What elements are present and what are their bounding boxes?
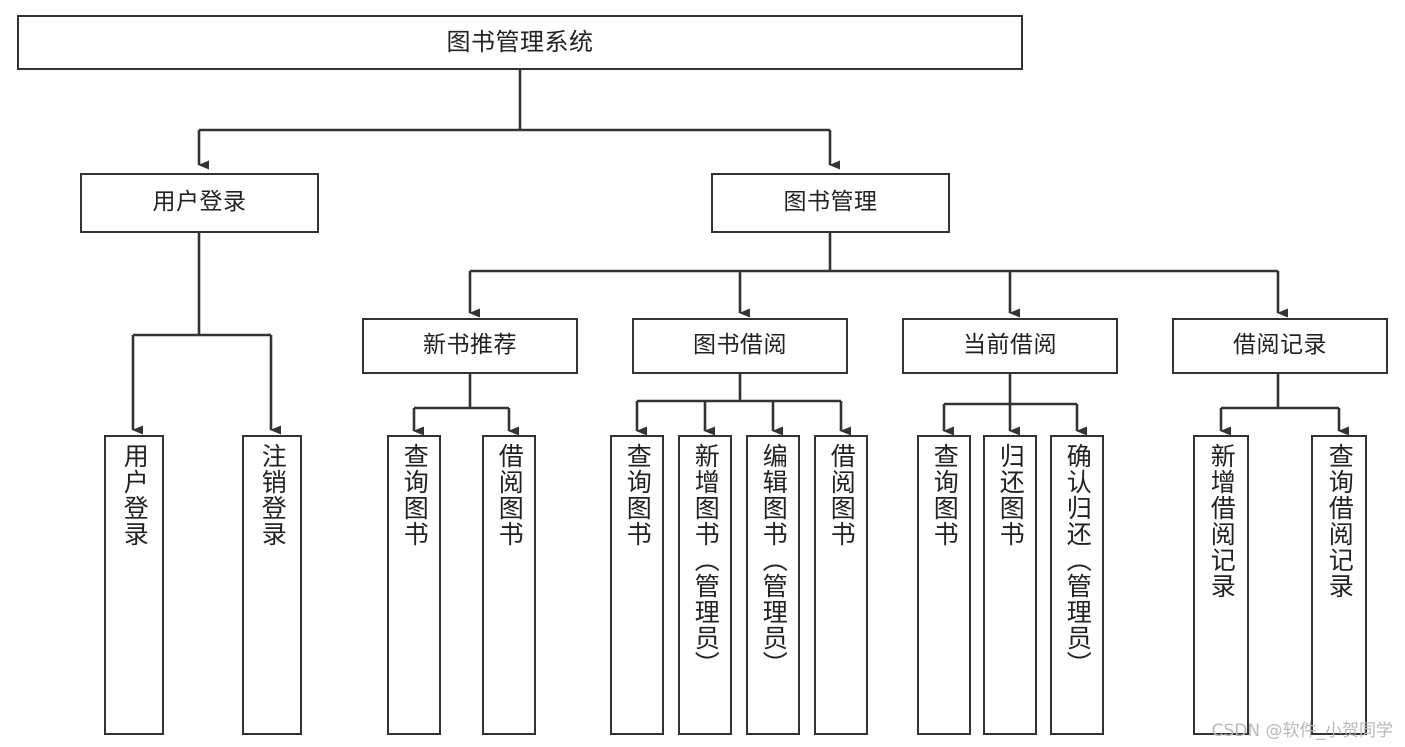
node-label: 图书借阅 <box>693 332 787 359</box>
node-label: 借阅图书 <box>827 443 857 547</box>
leaf-user-login[interactable]: 用户登录 <box>104 435 164 735</box>
leaf-query-borrow-record[interactable]: 查询借阅记录 <box>1311 435 1367 735</box>
node-label: 新书推荐 <box>423 332 517 359</box>
node-label: 确认归还（管理员） <box>1063 443 1093 677</box>
node-book-management[interactable]: 图书管理 <box>711 173 950 233</box>
node-label: 用户登录 <box>152 189 247 216</box>
node-label: 用户登录 <box>120 443 150 547</box>
leaf-logout[interactable]: 注销登录 <box>242 435 302 735</box>
node-borrow-record[interactable]: 借阅记录 <box>1172 318 1388 374</box>
node-label: 新增借阅记录 <box>1207 443 1237 599</box>
node-label: 归还图书 <box>996 443 1026 547</box>
node-label: 图书管理 <box>783 189 878 216</box>
leaf-query-book-from-recommendation[interactable]: 查询图书 <box>387 435 441 735</box>
leaf-borrow-book-from-borrow[interactable]: 借阅图书 <box>814 435 868 735</box>
node-label: 当前借阅 <box>963 332 1057 359</box>
leaf-query-book-from-current[interactable]: 查询图书 <box>917 435 971 735</box>
leaf-add-borrow-record[interactable]: 新增借阅记录 <box>1193 435 1249 735</box>
node-root-book-management-system[interactable]: 图书管理系统 <box>17 15 1023 70</box>
node-label: 新增图书（管理员） <box>691 443 721 677</box>
node-label: 查询图书 <box>400 443 430 547</box>
node-book-borrow[interactable]: 图书借阅 <box>632 318 848 374</box>
node-label: 查询借阅记录 <box>1325 443 1355 599</box>
node-label: 查询图书 <box>930 443 960 547</box>
leaf-return-book[interactable]: 归还图书 <box>983 435 1037 735</box>
leaf-edit-book-admin[interactable]: 编辑图书（管理员） <box>746 435 800 735</box>
leaf-add-book-admin[interactable]: 新增图书（管理员） <box>678 435 732 735</box>
node-new-book-recommendation[interactable]: 新书推荐 <box>362 318 578 374</box>
leaf-confirm-return-admin[interactable]: 确认归还（管理员） <box>1050 435 1104 735</box>
leaf-query-book-from-borrow[interactable]: 查询图书 <box>610 435 664 735</box>
node-label: 借阅图书 <box>495 443 525 547</box>
node-user-login[interactable]: 用户登录 <box>80 173 319 233</box>
node-label: 借阅记录 <box>1233 332 1327 359</box>
leaf-borrow-book-from-recommendation[interactable]: 借阅图书 <box>482 435 536 735</box>
node-label: 查询图书 <box>623 443 653 547</box>
node-label: 注销登录 <box>258 443 288 547</box>
node-label: 图书管理系统 <box>446 28 594 57</box>
node-current-borrow[interactable]: 当前借阅 <box>902 318 1118 374</box>
csdn-watermark: CSDN @软件_小贺同学 <box>1211 721 1393 741</box>
node-label: 编辑图书（管理员） <box>759 443 789 677</box>
